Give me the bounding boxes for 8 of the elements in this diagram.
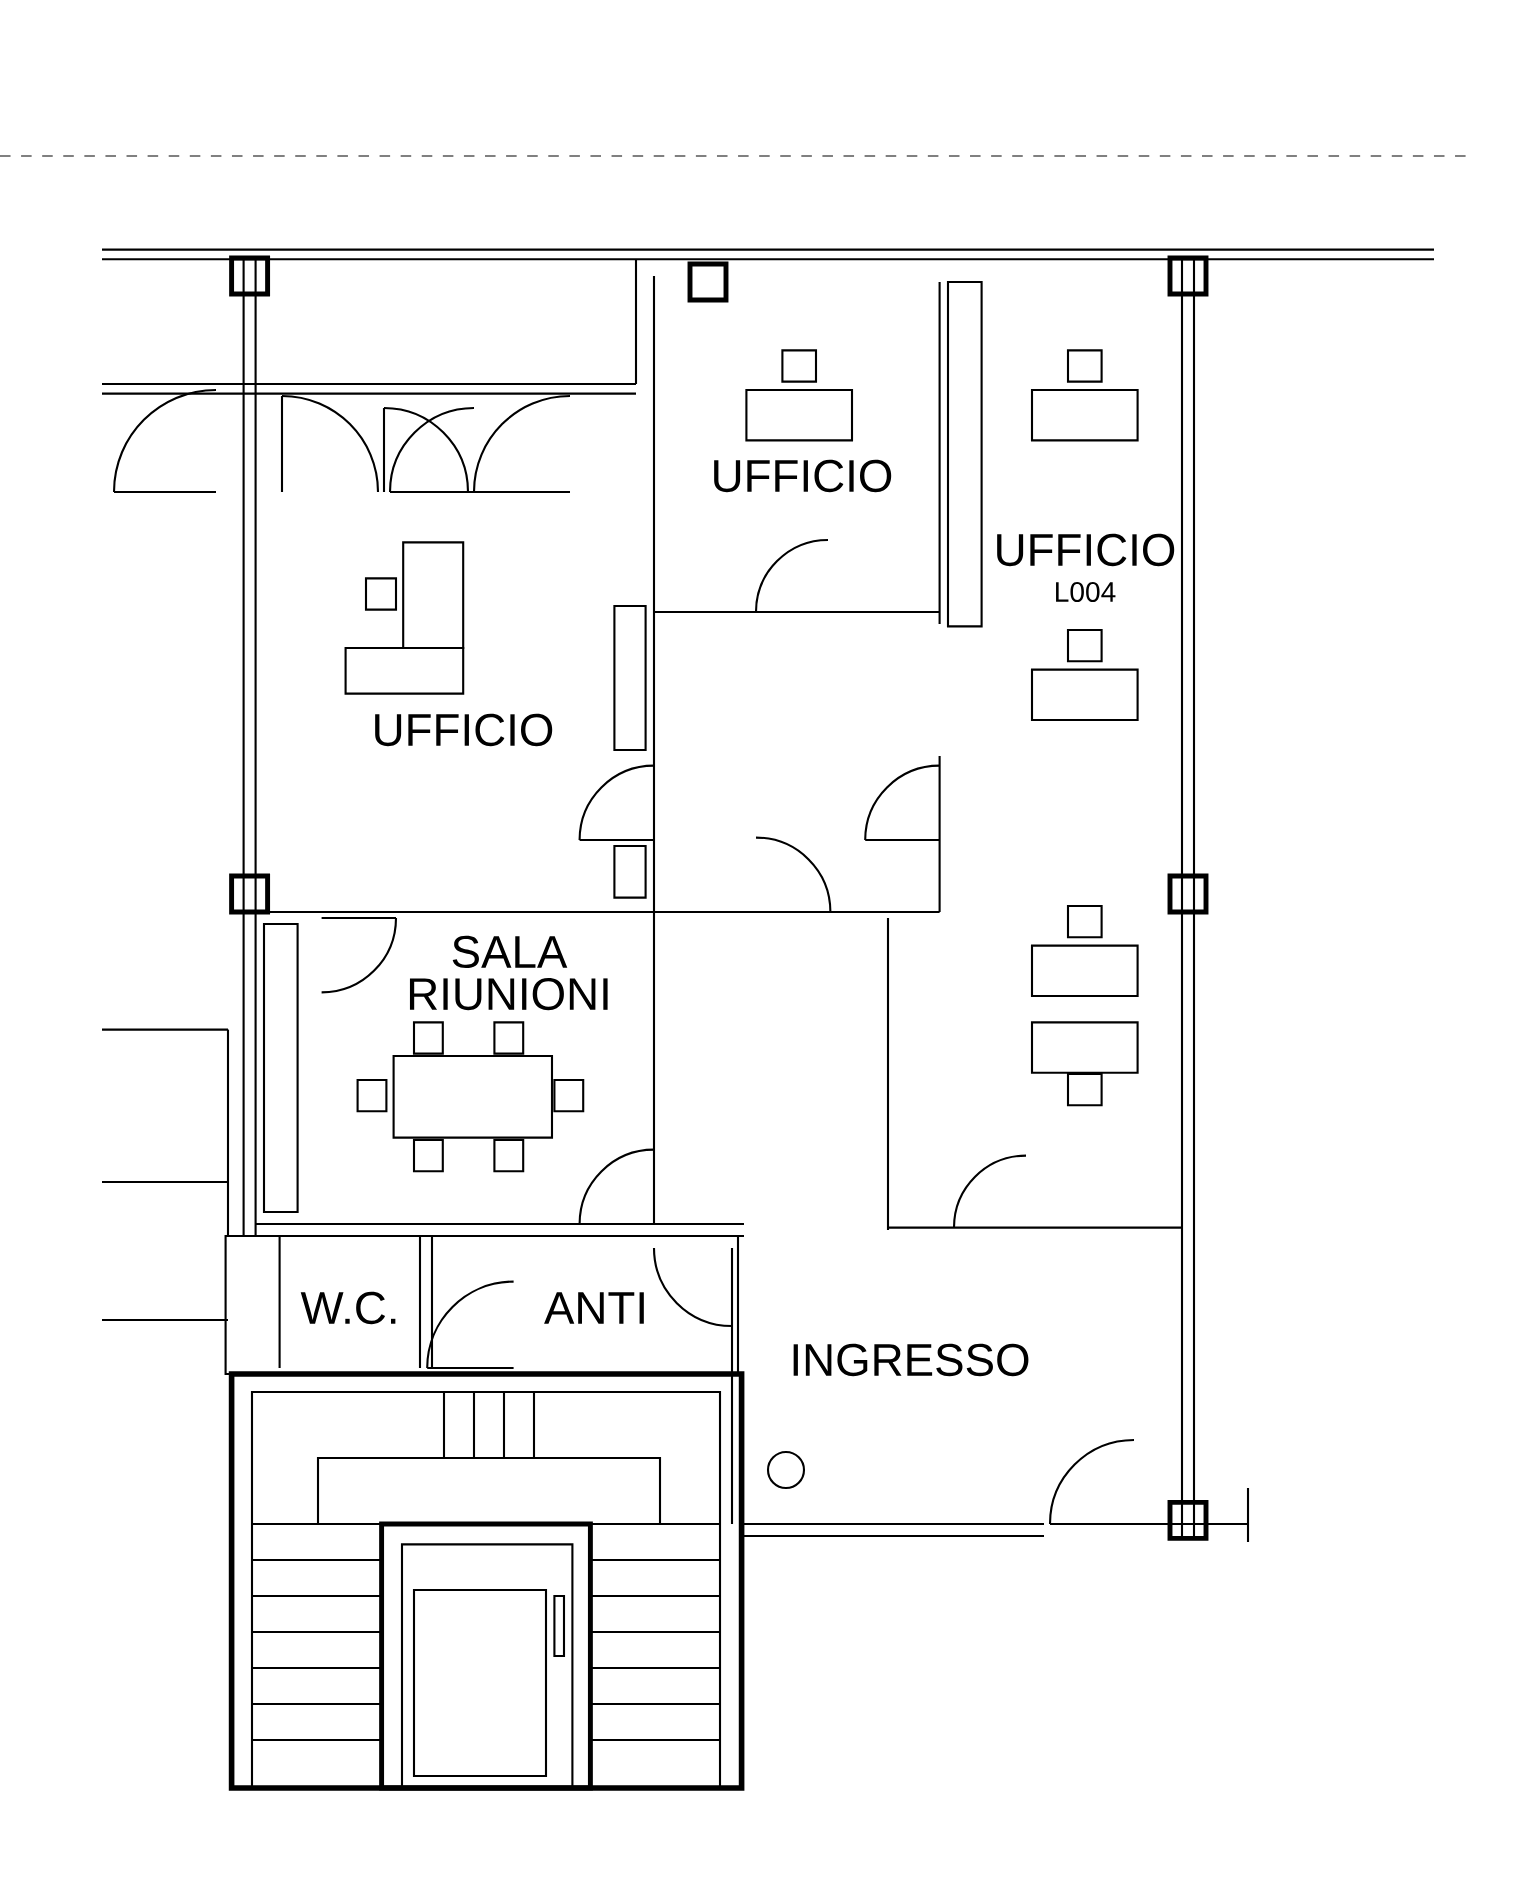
room-label: L004 [1056, 582, 1116, 602]
room-label: SALA RIUNIONI [409, 935, 608, 1011]
room-label: UFFICIO [714, 459, 892, 493]
room-label: INGRESSO [793, 1343, 1029, 1377]
room-label: UFFICIO [375, 713, 553, 747]
room-label: ANTI [544, 1292, 644, 1324]
room-label: UFFICIO [997, 533, 1175, 567]
room-label: W.C. [300, 1291, 396, 1325]
